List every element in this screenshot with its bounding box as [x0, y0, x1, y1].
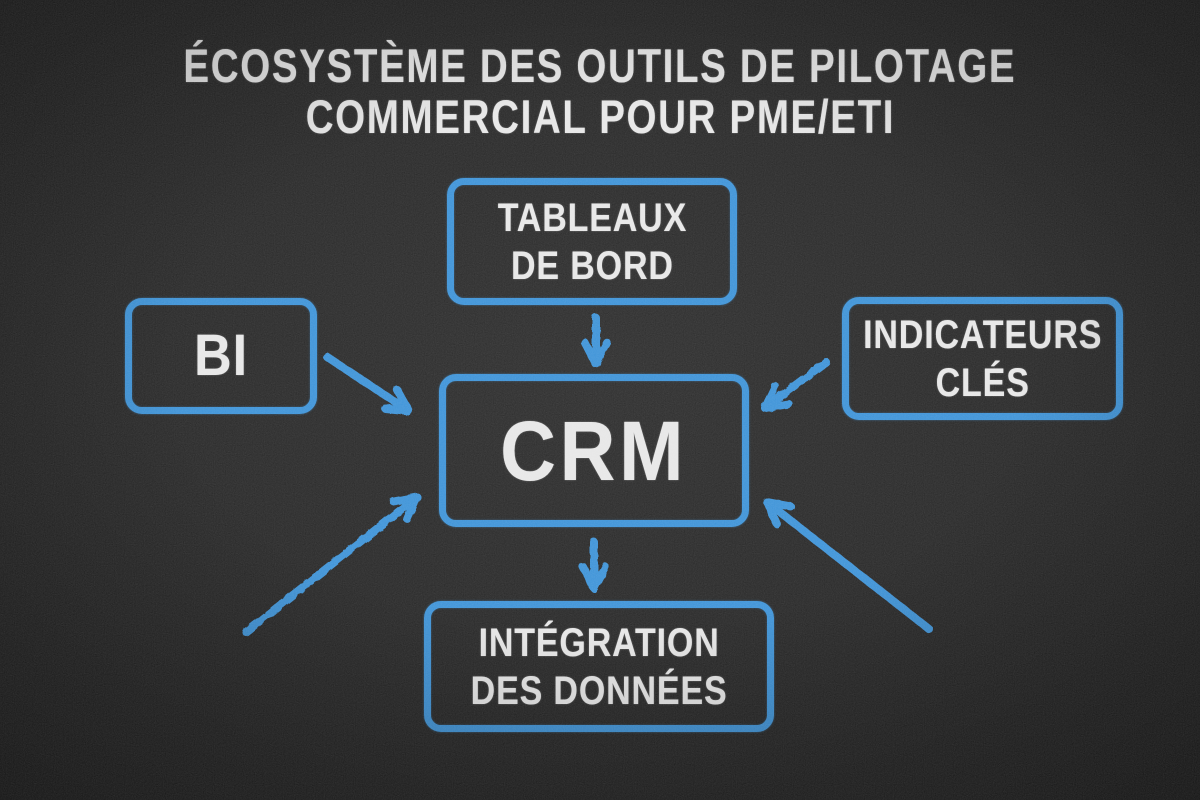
arrow-tableaux-de-bord-to-crm	[580, 314, 612, 368]
title-line-1: ÉCOSYSTÈME DES OUTILS DE PILOTAGE	[183, 39, 1017, 92]
node-label: BI	[194, 323, 248, 388]
arrow-bottom-right-to-crm	[763, 498, 933, 633]
arrow-bottom-left-to-crm	[242, 493, 421, 636]
node-label: TABLEAUX DE BORD	[497, 195, 687, 288]
node-label: INDICATEURS CLÉS	[862, 312, 1103, 405]
node-label: CRM	[500, 403, 688, 498]
arrow-crm-to-integration-des-donnees	[578, 538, 610, 592]
node-indicateurs-cles: INDICATEURS CLÉS	[842, 297, 1123, 420]
arrow-bi-to-crm	[323, 353, 413, 415]
diagram-title: ÉCOSYSTÈME DES OUTILS DE PILOTAGE COMMER…	[0, 40, 1200, 142]
node-tableaux-de-bord: TABLEAUX DE BORD	[447, 178, 737, 305]
node-crm: CRM	[439, 374, 749, 527]
node-label: INTÉGRATION DES DONNÉES	[470, 620, 728, 713]
node-bi: BI	[125, 298, 317, 414]
node-integration-des-donnees: INTÉGRATION DES DONNÉES	[424, 601, 774, 732]
arrow-indicateurs-cles-to-crm	[761, 358, 830, 412]
title-line-2: COMMERCIAL POUR PME/ETI	[305, 90, 895, 143]
